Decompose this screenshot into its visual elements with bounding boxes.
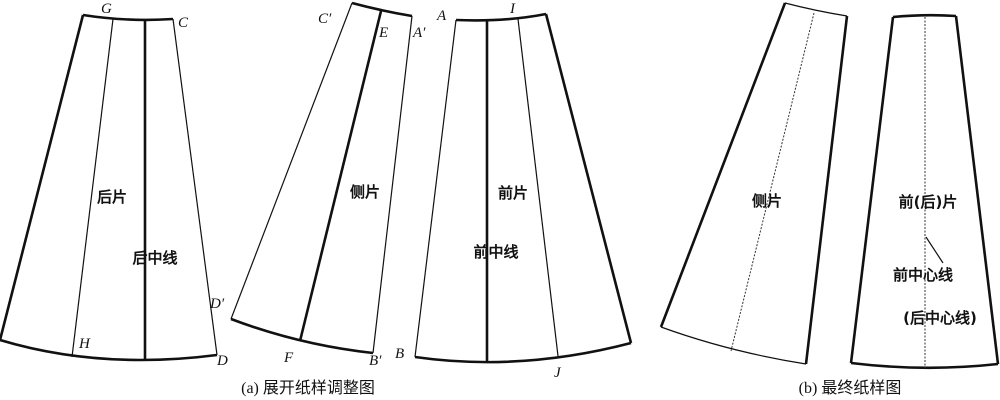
front-piece-label: 前片 <box>498 184 528 202</box>
final-front-center-line-label: 前中心线 <box>893 266 953 284</box>
ef-line <box>298 10 383 342</box>
caption-a: (a) 展开纸样调整图 <box>241 379 375 397</box>
caption-b: (b) 最终纸样图 <box>799 379 902 397</box>
side-piece-label: 侧片 <box>350 183 380 201</box>
side-right-edge <box>372 15 413 354</box>
back-center-line-label: 后中线 <box>132 249 177 267</box>
back-left-edge <box>0 14 85 341</box>
point-label-d: D <box>216 353 228 369</box>
front-center-line-label: 前中线 <box>473 243 518 261</box>
side-left-edge <box>230 2 353 320</box>
front-back-piece-b <box>849 13 1000 370</box>
front-waist-curve <box>455 12 547 22</box>
final-side-right-edge <box>804 15 849 365</box>
back-piece <box>0 13 218 362</box>
point-label-b: B <box>395 346 404 362</box>
back-piece-label: 后片 <box>97 188 127 206</box>
final-front-back-piece-label: 前(后)片 <box>899 193 958 211</box>
point-label-f: F <box>283 350 294 366</box>
ij-line <box>517 18 559 357</box>
center-line-leader <box>925 236 944 264</box>
side-piece-a <box>230 1 413 355</box>
front-piece-a <box>414 12 633 364</box>
point-label-c: C <box>178 15 189 31</box>
back-waist-curve <box>82 13 174 22</box>
front-left-edge <box>414 19 457 358</box>
point-label-c-prime: C′ <box>318 11 332 27</box>
final-side-hem <box>660 326 807 365</box>
point-label-g: G <box>101 1 112 17</box>
point-label-a: A <box>436 8 447 24</box>
final-side-piece-label: 侧片 <box>752 192 782 210</box>
front-hem-curve <box>414 341 632 364</box>
final-side-left-edge <box>659 2 787 328</box>
point-label-b-prime: B′ <box>369 353 382 369</box>
back-right-edge <box>172 18 218 356</box>
point-label-a-prime: A′ <box>412 25 426 41</box>
point-label-i: I <box>509 1 516 17</box>
point-label-j: J <box>554 365 562 381</box>
point-label-d-prime: D′ <box>209 296 225 312</box>
final-front-left-edge <box>849 16 895 364</box>
front-right-edge <box>544 13 633 344</box>
final-side-waist <box>784 2 848 17</box>
final-back-center-line-label: (后中心线) <box>903 309 977 327</box>
side-piece-b <box>659 2 849 365</box>
back-hem-curve <box>0 338 218 362</box>
point-label-h: H <box>78 336 91 352</box>
final-front-waist <box>892 13 957 19</box>
final-side-dashed-line <box>730 12 815 352</box>
final-front-right-edge <box>954 15 1000 365</box>
side-waist-curve <box>351 1 413 18</box>
gh-line <box>71 18 114 358</box>
point-label-e: E <box>378 25 388 41</box>
